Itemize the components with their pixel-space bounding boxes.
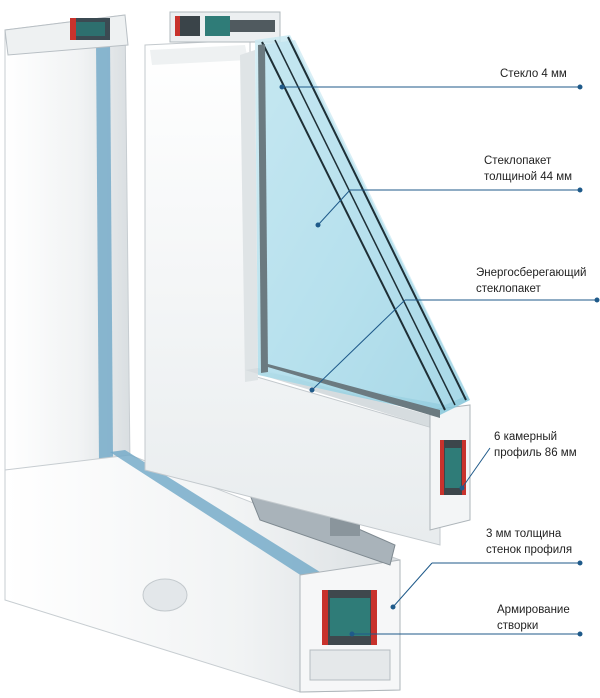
callout-glazing-unit: Стеклопакет толщиной 44 мм bbox=[484, 153, 572, 185]
callout-line: стенок профиля bbox=[486, 544, 573, 556]
callout-line: 3 мм толщина bbox=[486, 528, 562, 540]
outer-frame bbox=[4, 14, 401, 693]
callout-glass: Стекло 4 мм bbox=[500, 66, 567, 82]
callout-wall-thickness: 3 мм толщина стенок профиля bbox=[486, 526, 572, 558]
callout-reinforcement: Армирование створки bbox=[497, 602, 570, 634]
glazing-unit bbox=[255, 35, 470, 418]
callout-line: толщиной 44 мм bbox=[484, 171, 573, 183]
callout-line: Армирование bbox=[497, 604, 570, 616]
callout-line: стеклопакет bbox=[476, 283, 541, 295]
callout-energy-saving: Энергосберегающий стеклопакет bbox=[476, 265, 586, 297]
leader-lines bbox=[279, 84, 600, 637]
callout-line: 6 камерный bbox=[494, 431, 558, 443]
callout-profile: 6 камерный профиль 86 мм bbox=[494, 429, 577, 461]
callout-line: створки bbox=[497, 620, 539, 632]
sash bbox=[144, 11, 471, 546]
callout-line: профиль 86 мм bbox=[494, 447, 577, 459]
callout-line: Стеклопакет bbox=[484, 155, 552, 167]
callout-line: Стекло 4 мм bbox=[500, 68, 567, 80]
callout-line: Энергосберегающий bbox=[476, 267, 587, 279]
